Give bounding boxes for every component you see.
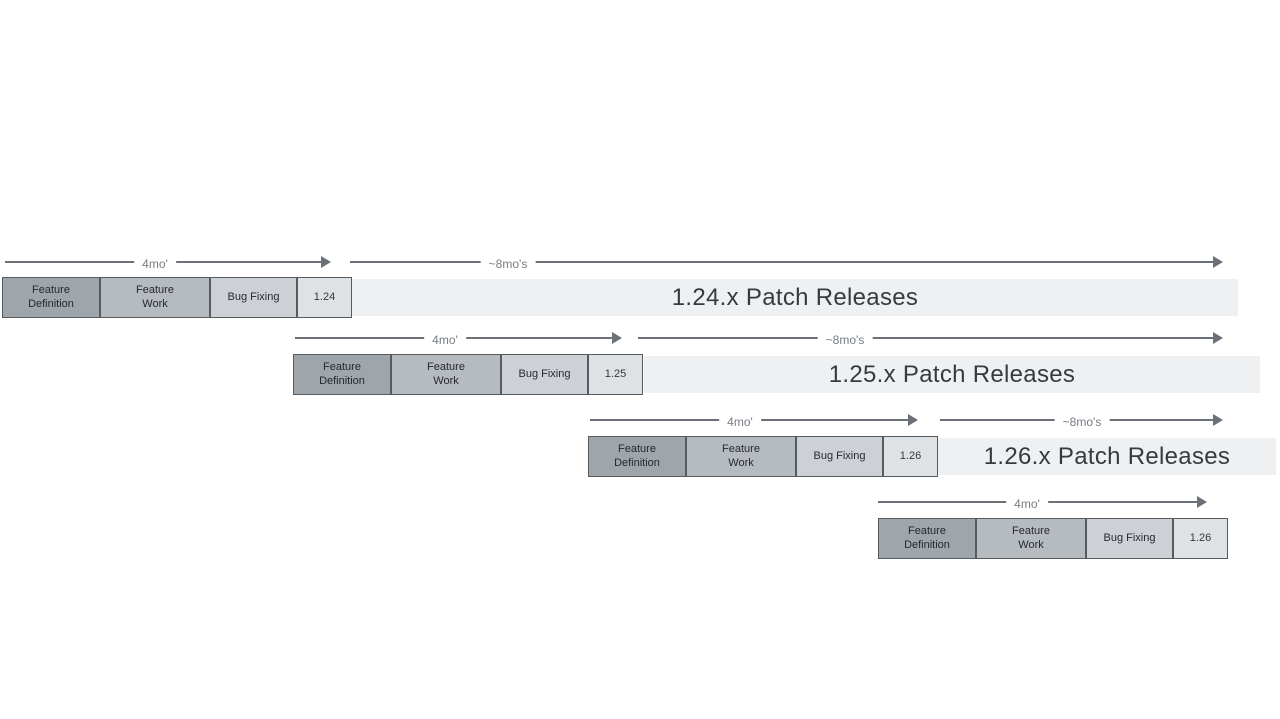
phase-label: Feature Definition: [904, 524, 950, 551]
version-label: 1.26: [899, 449, 922, 462]
phase-label: Feature Definition: [28, 283, 74, 310]
patch-releases-bar: 1.26.x Patch Releases: [938, 438, 1276, 475]
version-label: 1.26: [1189, 531, 1212, 544]
dev-cycle-arrow: 4mo': [590, 412, 918, 430]
dev-duration-label: 4mo': [719, 415, 761, 430]
phase-label: Bug Fixing: [227, 290, 280, 303]
phase-label: Feature Definition: [319, 360, 365, 387]
phase-boxes: Feature Definition Feature Work Bug Fixi…: [878, 518, 1228, 559]
bug-fixing-box: Bug Fixing: [796, 436, 883, 477]
version-box: 1.26: [883, 436, 938, 477]
arrow-head-icon: [612, 332, 622, 344]
version-box: 1.26: [1173, 518, 1228, 559]
arrow-head-icon: [321, 256, 331, 268]
arrow-head-icon: [1213, 414, 1223, 426]
version-label: 1.25: [604, 367, 627, 380]
phase-label: Bug Fixing: [518, 367, 571, 380]
patch-cycle-arrow: ~8mo's: [638, 330, 1223, 348]
feature-definition-box: Feature Definition: [588, 436, 686, 477]
phase-boxes: Feature Definition Feature Work Bug Fixi…: [293, 354, 643, 395]
bug-fixing-box: Bug Fixing: [1086, 518, 1173, 559]
arrow-line: [350, 261, 1216, 263]
phase-label: Feature Work: [1012, 524, 1050, 551]
bug-fixing-box: Bug Fixing: [501, 354, 588, 395]
feature-work-box: Feature Work: [686, 436, 796, 477]
patch-duration-label: ~8mo's: [480, 257, 536, 272]
dev-cycle-arrow: 4mo': [295, 330, 622, 348]
arrow-line: [638, 337, 1216, 339]
feature-definition-box: Feature Definition: [293, 354, 391, 395]
version-label: 1.24: [313, 290, 336, 303]
phase-label: Feature Work: [722, 442, 760, 469]
version-box: 1.24: [297, 277, 352, 318]
version-box: 1.25: [588, 354, 643, 395]
bug-fixing-box: Bug Fixing: [210, 277, 297, 318]
phase-boxes: Feature Definition Feature Work Bug Fixi…: [2, 277, 352, 318]
phase-label: Feature Work: [136, 283, 174, 310]
arrow-head-icon: [1213, 332, 1223, 344]
arrow-head-icon: [1197, 496, 1207, 508]
patch-releases-bar: 1.24.x Patch Releases: [352, 279, 1238, 316]
arrow-head-icon: [908, 414, 918, 426]
patch-releases-label: 1.24.x Patch Releases: [671, 283, 919, 311]
feature-definition-box: Feature Definition: [878, 518, 976, 559]
dev-duration-label: 4mo': [424, 333, 466, 348]
phase-label: Bug Fixing: [1103, 531, 1156, 544]
patch-duration-label: ~8mo's: [817, 333, 873, 348]
patch-duration-label: ~8mo's: [1054, 415, 1110, 430]
phase-boxes: Feature Definition Feature Work Bug Fixi…: [588, 436, 938, 477]
patch-cycle-arrow: ~8mo's: [940, 412, 1223, 430]
patch-releases-label: 1.26.x Patch Releases: [983, 442, 1231, 470]
patch-releases-bar: 1.25.x Patch Releases: [644, 356, 1260, 393]
phase-label: Feature Work: [427, 360, 465, 387]
phase-label: Feature Definition: [614, 442, 660, 469]
patch-cycle-arrow: ~8mo's: [350, 254, 1223, 272]
phase-label: Bug Fixing: [813, 449, 866, 462]
dev-duration-label: 4mo': [134, 257, 176, 272]
arrow-head-icon: [1213, 256, 1223, 268]
feature-definition-box: Feature Definition: [2, 277, 100, 318]
dev-cycle-arrow: 4mo': [5, 254, 331, 272]
dev-duration-label: 4mo': [1006, 497, 1048, 512]
patch-releases-label: 1.25.x Patch Releases: [828, 360, 1076, 388]
dev-cycle-arrow: 4mo': [878, 494, 1207, 512]
feature-work-box: Feature Work: [100, 277, 210, 318]
feature-work-box: Feature Work: [391, 354, 501, 395]
feature-work-box: Feature Work: [976, 518, 1086, 559]
